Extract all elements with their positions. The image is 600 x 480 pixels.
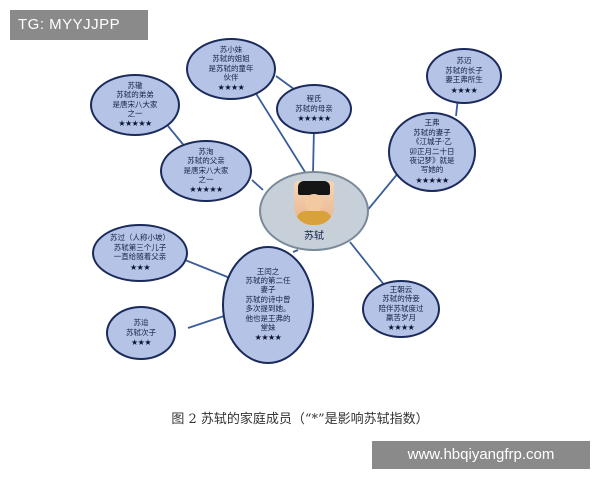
- node-su-xiaomei-line-3: 是苏轼的童年: [208, 63, 254, 73]
- node-wang-fu-line-1: 王弗: [424, 118, 440, 128]
- node-wang-zhaoyun-stars: ★★★★: [387, 323, 415, 333]
- node-wang-zhaoyun-line-3: 陪伴苏轼度过: [378, 303, 424, 313]
- node-su-mai-line-2: 苏轼的长子: [445, 65, 483, 75]
- center-label: 苏轼: [304, 230, 324, 242]
- node-su-dai: 苏迨 苏轼次子 ★★★: [106, 306, 176, 360]
- node-wang-runzhi-line-7: 堂妹: [260, 322, 276, 332]
- node-wang-runzhi-line-4: 苏轼的诗中曾: [245, 294, 291, 304]
- node-wang-zhaoyun-line-2: 苏轼的侍妾: [382, 294, 420, 304]
- node-wang-fu-line-4: 卯正月二十日: [409, 146, 455, 156]
- connector-su-dai: [187, 315, 225, 329]
- center-node-su-shi: 苏轼: [259, 171, 369, 251]
- node-su-xiaomei-line-1: 苏小妹: [219, 44, 243, 54]
- node-su-mai: 苏迈 苏轼的长子 妻王弗所生 ★★★★: [426, 48, 502, 104]
- node-wang-zhaoyun-line-1: 王朝云: [389, 284, 413, 294]
- node-wang-runzhi-line-6: 他也是王弗的: [245, 313, 291, 323]
- node-wang-runzhi-line-3: 妻子: [260, 285, 276, 295]
- node-su-guo-line-3: 一直给随着父亲: [113, 252, 167, 262]
- node-su-zhe: 苏辙 苏轼的弟弟 是唐宋八大家 之一 ★★★★★: [90, 74, 180, 136]
- node-wang-runzhi-line-1: 王闰之: [256, 266, 280, 276]
- figure-caption: 图 2 苏轼的家庭成员（“*”是影响苏轼指数）: [171, 412, 429, 427]
- node-cheng-shi-line-1: 程氏: [306, 94, 322, 104]
- node-wang-runzhi: 王闰之 苏轼的第二任 妻子 苏轼的诗中曾 多次提到她。 他也是王弗的 堂妹 ★★…: [222, 246, 314, 364]
- node-su-dai-line-2: 苏轼次子: [126, 327, 156, 337]
- node-su-zhe-line-4: 之一: [127, 108, 143, 118]
- connector-wang-runzhi: [292, 249, 299, 253]
- node-su-xun-line-2: 苏轼的父亲: [187, 156, 225, 166]
- node-su-xiaomei-line-4: 伙伴: [223, 72, 239, 82]
- node-su-dai-line-1: 苏迨: [133, 318, 149, 328]
- node-wang-runzhi-line-2: 苏轼的第二任: [245, 276, 291, 286]
- node-wang-fu: 王弗 苏轼的妻子 《江城子·乙 卯正月二十日 夜记梦》就是 写她的 ★★★★★: [388, 112, 476, 192]
- node-su-mai-line-3: 妻王弗所生: [445, 75, 483, 85]
- node-wang-fu-line-5: 夜记梦》就是: [409, 155, 455, 165]
- watermark-bottom-right: www.hbqiyangfrp.com: [372, 441, 590, 469]
- node-su-zhe-line-1: 苏辙: [127, 80, 143, 90]
- node-su-zhe-stars: ★★★★★: [118, 119, 152, 129]
- node-cheng-shi: 程氏 苏轼的母亲 ★★★★★: [276, 84, 352, 134]
- watermark-top-left: TG: MYYJJPP: [10, 10, 148, 40]
- node-wang-zhaoyun-line-4: 羸苦岁月: [386, 312, 416, 322]
- node-su-mai-stars: ★★★★: [450, 85, 478, 95]
- node-wang-fu-line-2: 苏轼的妻子: [413, 127, 451, 137]
- node-su-xun-stars: ★★★★★: [189, 185, 223, 195]
- node-su-xun: 苏洵 苏轼的父亲 是唐宋八大家 之一 ★★★★★: [160, 140, 252, 202]
- node-su-dai-stars: ★★★: [130, 337, 152, 347]
- connector-wang-zhaoyun: [349, 241, 386, 287]
- node-su-xun-line-1: 苏洵: [198, 146, 214, 156]
- node-su-xiaomei-stars: ★★★★: [217, 83, 245, 93]
- node-wang-fu-line-6: 写她的: [420, 165, 444, 175]
- node-wang-fu-stars: ★★★★★: [415, 175, 449, 185]
- connector-cheng-shi: [312, 127, 315, 174]
- node-su-xun-line-4: 之一: [198, 174, 214, 184]
- node-wang-zhaoyun: 王朝云 苏轼的侍妾 陪伴苏轼度过 羸苦岁月 ★★★★: [362, 280, 440, 338]
- node-su-xiaomei-line-2: 苏轼的姐姐: [212, 54, 250, 64]
- node-su-xiaomei: 苏小妹 苏轼的姐姐 是苏轼的童年 伙伴 ★★★★: [186, 38, 276, 100]
- node-su-guo: 苏过（人称小坡） 苏轼第三个儿子 一直给随着父亲 ★★★: [92, 224, 188, 282]
- su-shi-portrait-icon: [294, 180, 334, 225]
- node-cheng-shi-stars: ★★★★★: [297, 113, 331, 123]
- connector-su-xun: [251, 179, 264, 191]
- node-wang-runzhi-stars: ★★★★: [254, 333, 282, 343]
- node-su-mai-line-1: 苏迈: [456, 56, 472, 66]
- node-su-zhe-line-3: 是唐宋八大家: [112, 99, 158, 109]
- node-wang-runzhi-line-5: 多次提到她。: [245, 304, 291, 314]
- node-wang-fu-line-3: 《江城子·乙: [412, 137, 452, 147]
- node-cheng-shi-line-2: 苏轼的母亲: [295, 103, 333, 113]
- node-su-guo-line-2: 苏轼第三个儿子: [113, 242, 167, 252]
- node-su-guo-stars: ★★★: [129, 262, 151, 272]
- node-su-zhe-line-2: 苏轼的弟弟: [116, 90, 154, 100]
- node-su-guo-line-1: 苏过（人称小坡）: [110, 233, 170, 243]
- node-su-xun-line-3: 是唐宋八大家: [183, 165, 229, 175]
